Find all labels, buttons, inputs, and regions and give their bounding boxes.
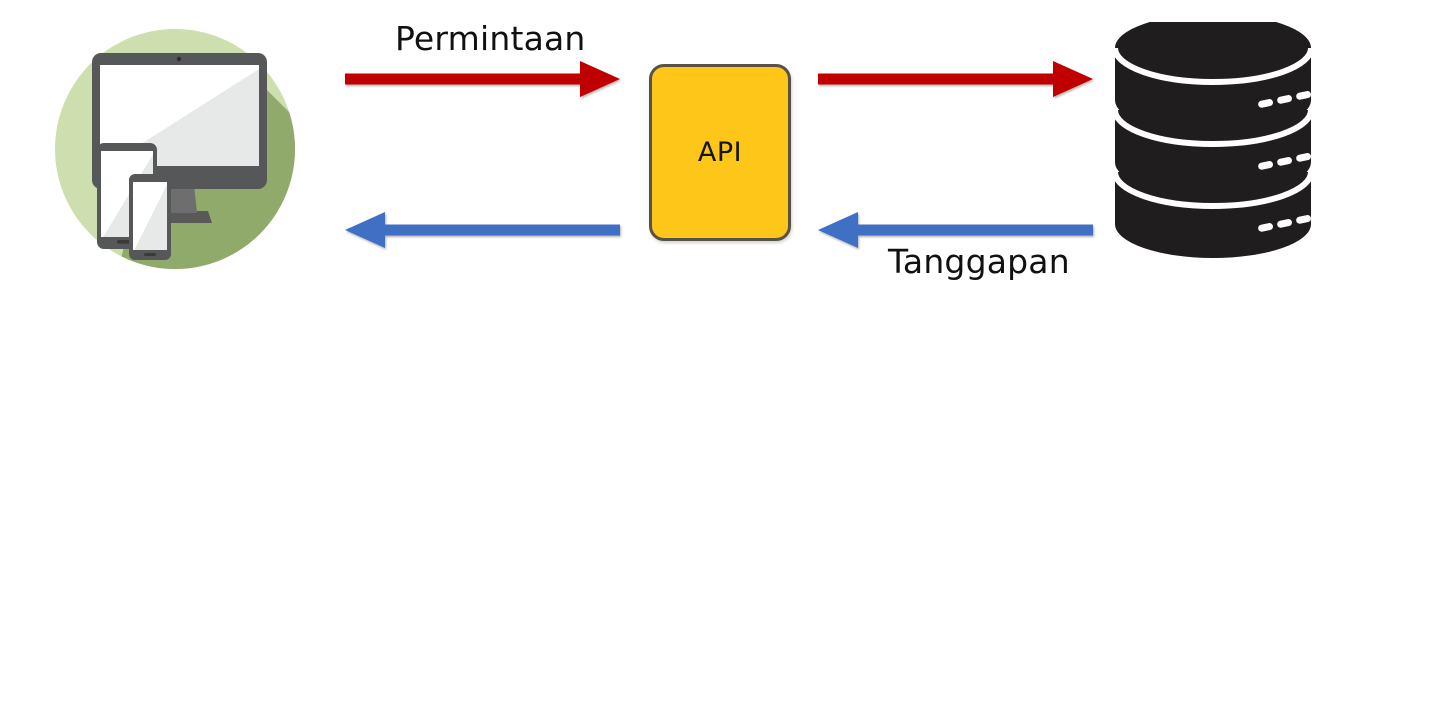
arrow-response-api-to-client — [345, 212, 620, 248]
database-indicator-dashes — [1258, 91, 1312, 232]
api-node-label: API — [697, 137, 743, 168]
arrow-request-api-to-database — [818, 61, 1093, 97]
database-node[interactable] — [1112, 14, 1314, 266]
phone-icon — [129, 174, 171, 260]
arrow-request-client-to-api — [345, 61, 620, 97]
client-devices-icon — [54, 27, 296, 271]
api-node[interactable]: API — [649, 64, 791, 241]
edge-label-request: Permintaan — [395, 19, 586, 58]
database-icon — [1112, 14, 1314, 258]
edge-label-response: Tanggapan — [888, 242, 1070, 281]
